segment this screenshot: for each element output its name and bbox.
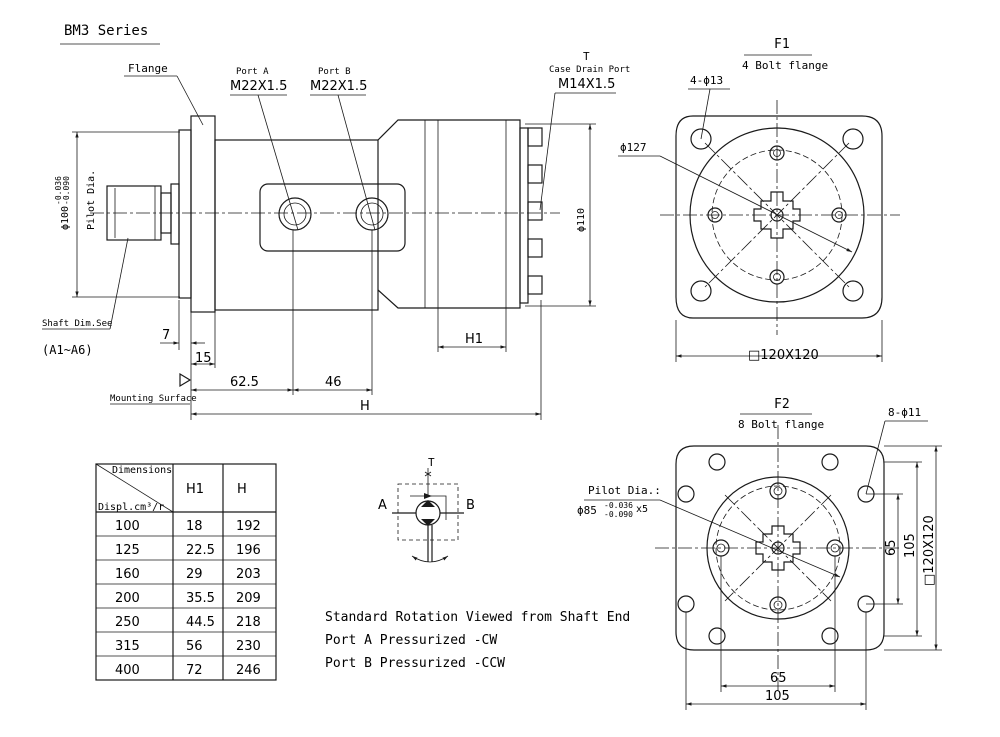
f2-flange-view (655, 425, 900, 690)
f1-square: □120X120 (748, 348, 819, 363)
schematic-t: T (428, 456, 435, 469)
dimension-table (95, 463, 277, 681)
pilot-dia-value: ϕ100 (60, 206, 71, 230)
table-cell-h1: 56 (186, 639, 203, 654)
port-boss (259, 183, 406, 252)
port-b-label: Port B (318, 67, 351, 77)
f2-pilot-suffix: x5 (636, 504, 648, 515)
note-port-a: Port A Pressurized -CW (325, 633, 497, 648)
port-b-thread: M22X1.5 (310, 79, 367, 94)
table-cell-displ: 100 (115, 519, 140, 534)
f2-dim-105-h: 105 (765, 689, 790, 704)
f2-pilot-tol-upper: -0.036 (604, 501, 633, 510)
f2-dim-65-v: 65 (884, 539, 899, 556)
table-cell-h1: 35.5 (186, 591, 215, 606)
f2-holes: 8-ϕ11 (888, 406, 921, 419)
table-row: 125 22.5 196 (115, 543, 261, 558)
table-cell-displ: 200 (115, 591, 140, 606)
shaft-dim-see: Shaft Dim.See (42, 319, 112, 329)
table-cell-h: 230 (236, 639, 261, 654)
table-cell-h1: 72 (186, 663, 203, 678)
f2-pilot-label: Pilot Dia.: (588, 484, 661, 497)
dim-110: ϕ110 (576, 208, 587, 232)
dim-46: 46 (325, 375, 342, 390)
table-cell-h1: 18 (186, 519, 203, 534)
table-cell-h: 209 (236, 591, 261, 606)
f1-holes: 4-ϕ13 (690, 74, 723, 87)
f2-desc: 8 Bolt flange (738, 418, 824, 431)
table-header-dimensions: Dimensions (112, 465, 172, 476)
dim-h1: H1 (465, 332, 483, 347)
port-a-thread: M22X1.5 (230, 79, 287, 94)
f2-name: F2 (774, 397, 790, 412)
pilot-dia-tol-upper: -0.036 (54, 176, 63, 205)
table-cell-displ: 250 (115, 615, 140, 630)
f1-desc: 4 Bolt flange (742, 59, 828, 72)
mounting-surface-label: Mounting Surface (110, 394, 197, 404)
side-view (90, 115, 560, 313)
dim-7: 7 (162, 328, 170, 343)
flange-label: Flange (128, 62, 168, 75)
table-cell-displ: 125 (115, 543, 140, 558)
case-drain-label: Case Drain Port (549, 65, 630, 75)
table-cell-displ: 315 (115, 639, 140, 654)
table-cell-displ: 160 (115, 567, 140, 582)
f1-name: F1 (774, 37, 790, 52)
t-label: T (583, 50, 590, 63)
port-a-label: Port A (236, 67, 269, 77)
f2-dim-105-v: 105 (903, 533, 918, 558)
pilot-dia-tol-lower: -0.090 (62, 176, 71, 205)
note-rotation: Standard Rotation Viewed from Shaft End (325, 610, 630, 625)
table-header-displ: Displ.cm³/r (98, 502, 164, 513)
shaft-range: (A1~A6) (42, 343, 93, 357)
table-row: 200 35.5 209 (115, 591, 261, 606)
f2-pilot-tol-lower: -0.090 (604, 510, 633, 519)
table-col-h: H (237, 482, 247, 497)
table-cell-h1: 29 (186, 567, 203, 582)
table-row: 250 44.5 218 (115, 615, 261, 630)
f1-dia: ϕ127 (620, 141, 647, 154)
table-cell-h: 246 (236, 663, 261, 678)
table-row: 400 72 246 (115, 663, 261, 678)
mounting-surface-symbol (179, 372, 192, 388)
dim-h: H (360, 399, 370, 414)
f2-dim-sq-v: □120X120 (922, 515, 937, 586)
dim-15: 15 (195, 351, 212, 366)
f1-flange-view (660, 100, 900, 335)
table-cell-displ: 400 (115, 663, 140, 678)
table-cell-h1: 44.5 (186, 615, 215, 630)
flange (190, 115, 216, 313)
table-cell-h1: 22.5 (186, 543, 215, 558)
table-row: 160 29 203 (115, 567, 261, 582)
f2-pilot-value: ϕ85 (577, 504, 597, 517)
port-a (278, 197, 312, 231)
dim-62-5: 62.5 (230, 375, 259, 390)
hydraulic-symbol (392, 468, 464, 563)
pilot-dia-text: Pilot Dia. (86, 170, 97, 230)
table-cell-h: 196 (236, 543, 261, 558)
table-cell-h: 203 (236, 567, 261, 582)
case-drain-thread: M14X1.5 (558, 77, 615, 92)
f2-dim-65-h: 65 (770, 671, 787, 686)
table-col-h1: H1 (186, 482, 204, 497)
table-row: 315 56 230 (115, 639, 261, 654)
table-cell-h: 192 (236, 519, 261, 534)
page-title: BM3 Series (64, 23, 148, 39)
motor-body (214, 139, 379, 311)
note-port-b: Port B Pressurized -CCW (325, 656, 505, 671)
table-cell-h: 218 (236, 615, 261, 630)
table-row: 100 18 192 (115, 519, 261, 534)
schematic-b: B (466, 498, 475, 513)
schematic-a: A (378, 498, 387, 513)
